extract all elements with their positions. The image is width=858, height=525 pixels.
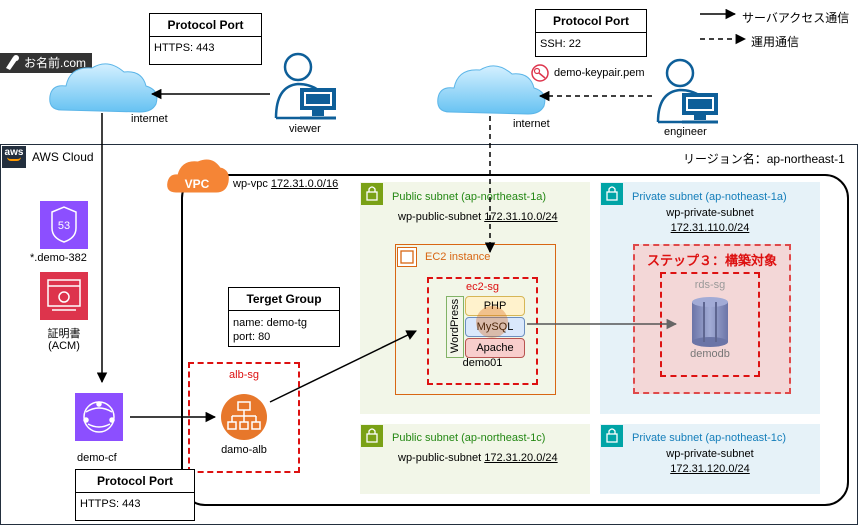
engineer-user-icon: [656, 58, 718, 124]
private-subnet-1a-name: wp-private-subnet: [666, 207, 754, 219]
target-group-port: port: 80: [233, 331, 271, 343]
public-subnet-1c-title: Public subnet (ap-northeast-1c): [392, 432, 546, 444]
internet-left-label: internet: [131, 113, 168, 125]
load-balancer-icon: [221, 394, 267, 440]
onamae-logo-icon: [6, 55, 19, 70]
route53-label: *.demo-382: [30, 252, 87, 264]
cloudfront-icon: [75, 393, 123, 441]
acm-label-line1: 証明書: [47, 328, 81, 340]
wordpress-stack: [446, 296, 464, 358]
keypair-label: demo-keypair.pem: [554, 67, 645, 79]
protocol-port-title: Protocol Port: [76, 470, 194, 493]
region-label: リージョン名：ap-northeast-1: [683, 152, 845, 166]
vpc-badge: VPC: [185, 177, 210, 191]
mysql-layer: MySQL: [465, 317, 525, 337]
aws-logo-icon: aws: [2, 146, 26, 168]
public-subnet-1a-name: wp-public-subnet 172.31.10.0/24: [398, 211, 558, 223]
chip-glyph: [400, 250, 414, 264]
vpc-label: wp-vpc 172.31.0.0/16: [233, 178, 339, 190]
protocol-port-cf: Protocol Port HTTPS: 443: [75, 469, 195, 521]
route53-shield-glyph: [51, 206, 77, 243]
lock-glyphs: [366, 186, 618, 443]
alb-to-ec2-arrow: [269, 330, 417, 403]
route53-icon: [40, 201, 88, 249]
protocol-port-value: HTTPS: 443: [154, 42, 215, 54]
php-layer: PHP: [465, 296, 525, 316]
legend-operation: 運用通信: [751, 35, 800, 49]
protocol-port-value: HTTPS: 443: [80, 498, 141, 510]
target-group-title: Terget Group: [229, 288, 339, 311]
private-subnet-1c-title: Private subnet (ap-notheast-1c): [632, 432, 787, 444]
protocol-port-title: Protocol Port: [536, 10, 646, 33]
internet-cloud-icon: [49, 63, 158, 113]
private-subnet-1a-cidr: 172.31.110.0/24: [670, 222, 750, 234]
cloudfront-label: demo-cf: [77, 452, 117, 464]
apache-layer: Apache: [465, 338, 525, 358]
private-subnet-1c-cidr: 172.31.120.0/24: [670, 463, 750, 475]
private-subnet-1a-title: Private subnet (ap-notheast-1a): [632, 191, 787, 203]
public-subnet-1c: [360, 424, 590, 494]
alb-label: damo-alb: [221, 444, 267, 456]
wordpress-logo-icon: [476, 306, 508, 338]
acm-certificate-glyph: [47, 279, 81, 311]
rds-sg-label: rds-sg: [694, 279, 726, 291]
private-subnet-1c: [600, 424, 820, 494]
acm-label-line2: (ACM): [48, 340, 80, 352]
onamae-badge: お名前.com: [0, 53, 92, 73]
protocol-port-engineer: Protocol Port SSH: 22: [535, 9, 647, 57]
target-group-box: Terget Group name: demo-tg port: 80: [228, 287, 340, 347]
viewer-user-icon: [274, 52, 336, 120]
private-subnet-1c-name: wp-private-subnet: [666, 448, 754, 460]
internet-cloud-icon: [437, 65, 546, 115]
cloudfront-glyph: [83, 401, 115, 433]
ec2-instance-box: [395, 244, 556, 395]
protocol-port-title: Protocol Port: [150, 14, 261, 37]
internet-right-label: internet: [513, 118, 550, 130]
vpc-cloud-icon: VPC: [167, 159, 229, 193]
ec2-icon: [397, 247, 417, 267]
step3-label: ステップ３：構築対象: [646, 253, 777, 268]
alb-sg-label: alb-sg: [229, 369, 259, 381]
protocol-port-viewer: Protocol Port HTTPS: 443: [149, 13, 262, 65]
route53-badge: 53: [57, 220, 71, 232]
rds-label: demodb: [690, 348, 730, 360]
aws-cloud-label: AWS Cloud: [32, 150, 94, 164]
protocol-port-value: SSH: 22: [540, 38, 581, 50]
engineer-label: engineer: [664, 126, 707, 138]
ec2-sg-label: ec2-sg: [465, 281, 500, 293]
key-icon: [531, 64, 549, 82]
public-subnet-1a-title: Public subnet (ap-northeast-1a): [392, 191, 547, 203]
viewer-label: viewer: [289, 123, 321, 135]
ec2-sg-box: [427, 277, 538, 385]
instance-name: demo01: [462, 357, 503, 369]
public-subnet-1c-name: wp-public-subnet 172.31.20.0/24: [398, 452, 558, 464]
database-icon: [692, 297, 728, 347]
legend-server-access: サーバアクセス通信: [742, 11, 850, 25]
ec2-instance-label: EC2 instance: [425, 251, 491, 263]
vpc-region: [181, 174, 849, 506]
target-group-name: name: demo-tg: [233, 317, 307, 329]
